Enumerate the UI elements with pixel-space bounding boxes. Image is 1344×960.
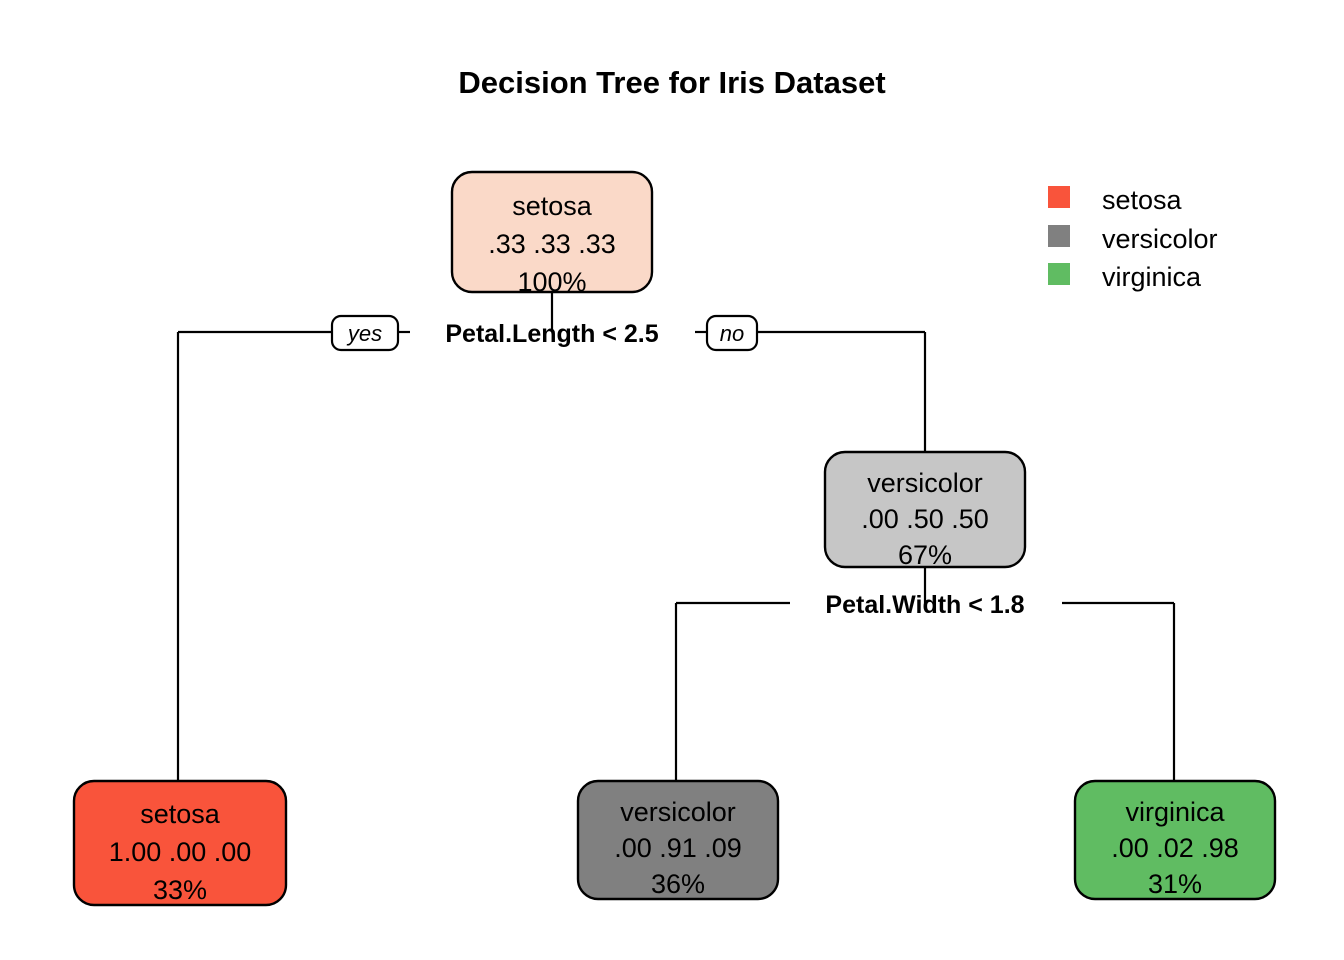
node-leaf-setosa[interactable]: setosa 1.00 .00 .00 33% — [72, 779, 288, 907]
node-leaf-setosa-box — [72, 779, 288, 907]
legend-label-setosa: setosa — [1102, 185, 1183, 215]
node-internal-versicolor[interactable]: versicolor .00 .50 .50 67% — [823, 450, 1027, 570]
node-leaf-versicolor-class: versicolor — [620, 797, 736, 827]
node-leaf-versicolor-probs: .00 .91 .09 — [614, 833, 742, 863]
node-leaf-setosa-class: setosa — [140, 799, 221, 829]
node-internal-probs: .00 .50 .50 — [861, 504, 989, 534]
node-leaf-versicolor-percent: 36% — [651, 869, 705, 899]
node-leaf-virginica-probs: .00 .02 .98 — [1111, 833, 1239, 863]
legend: setosa versicolor virginica — [1048, 185, 1218, 292]
node-root-class: setosa — [512, 191, 593, 221]
split-petal-width: Petal.Width < 1.8 — [825, 591, 1024, 619]
split2-condition: Petal.Width < 1.8 — [825, 591, 1024, 619]
node-root-probs: .33 .33 .33 — [488, 229, 616, 259]
node-leaf-virginica[interactable]: virginica .00 .02 .98 31% — [1073, 779, 1277, 901]
page-title: Decision Tree for Iris Dataset — [458, 65, 885, 100]
node-root[interactable]: setosa .33 .33 .33 100% — [450, 170, 654, 297]
split1-no-label: no — [720, 321, 744, 346]
node-internal-box — [823, 450, 1027, 569]
node-leaf-virginica-box — [1073, 779, 1277, 901]
node-root-box — [450, 170, 654, 294]
node-leaf-virginica-percent: 31% — [1148, 869, 1202, 899]
node-leaf-versicolor[interactable]: versicolor .00 .91 .09 36% — [576, 779, 780, 901]
node-leaf-setosa-probs: 1.00 .00 .00 — [109, 837, 252, 867]
node-leaf-setosa-percent: 33% — [153, 875, 207, 905]
legend-swatch-virginica — [1048, 263, 1070, 285]
node-internal-class: versicolor — [867, 468, 983, 498]
split1-no-box — [705, 314, 759, 352]
legend-label-versicolor: versicolor — [1102, 224, 1218, 254]
node-leaf-virginica-class: virginica — [1125, 797, 1225, 827]
node-internal-percent: 67% — [898, 540, 952, 570]
legend-label-virginica: virginica — [1102, 262, 1202, 292]
legend-swatch-setosa — [1048, 186, 1070, 208]
node-leaf-versicolor-box — [576, 779, 780, 901]
split-petal-length: yes Petal.Length < 2.5 no — [330, 314, 759, 352]
node-root-percent: 100% — [517, 267, 586, 297]
legend-swatch-versicolor — [1048, 225, 1070, 247]
split1-condition: Petal.Length < 2.5 — [445, 320, 658, 348]
split1-yes-label: yes — [346, 321, 382, 346]
